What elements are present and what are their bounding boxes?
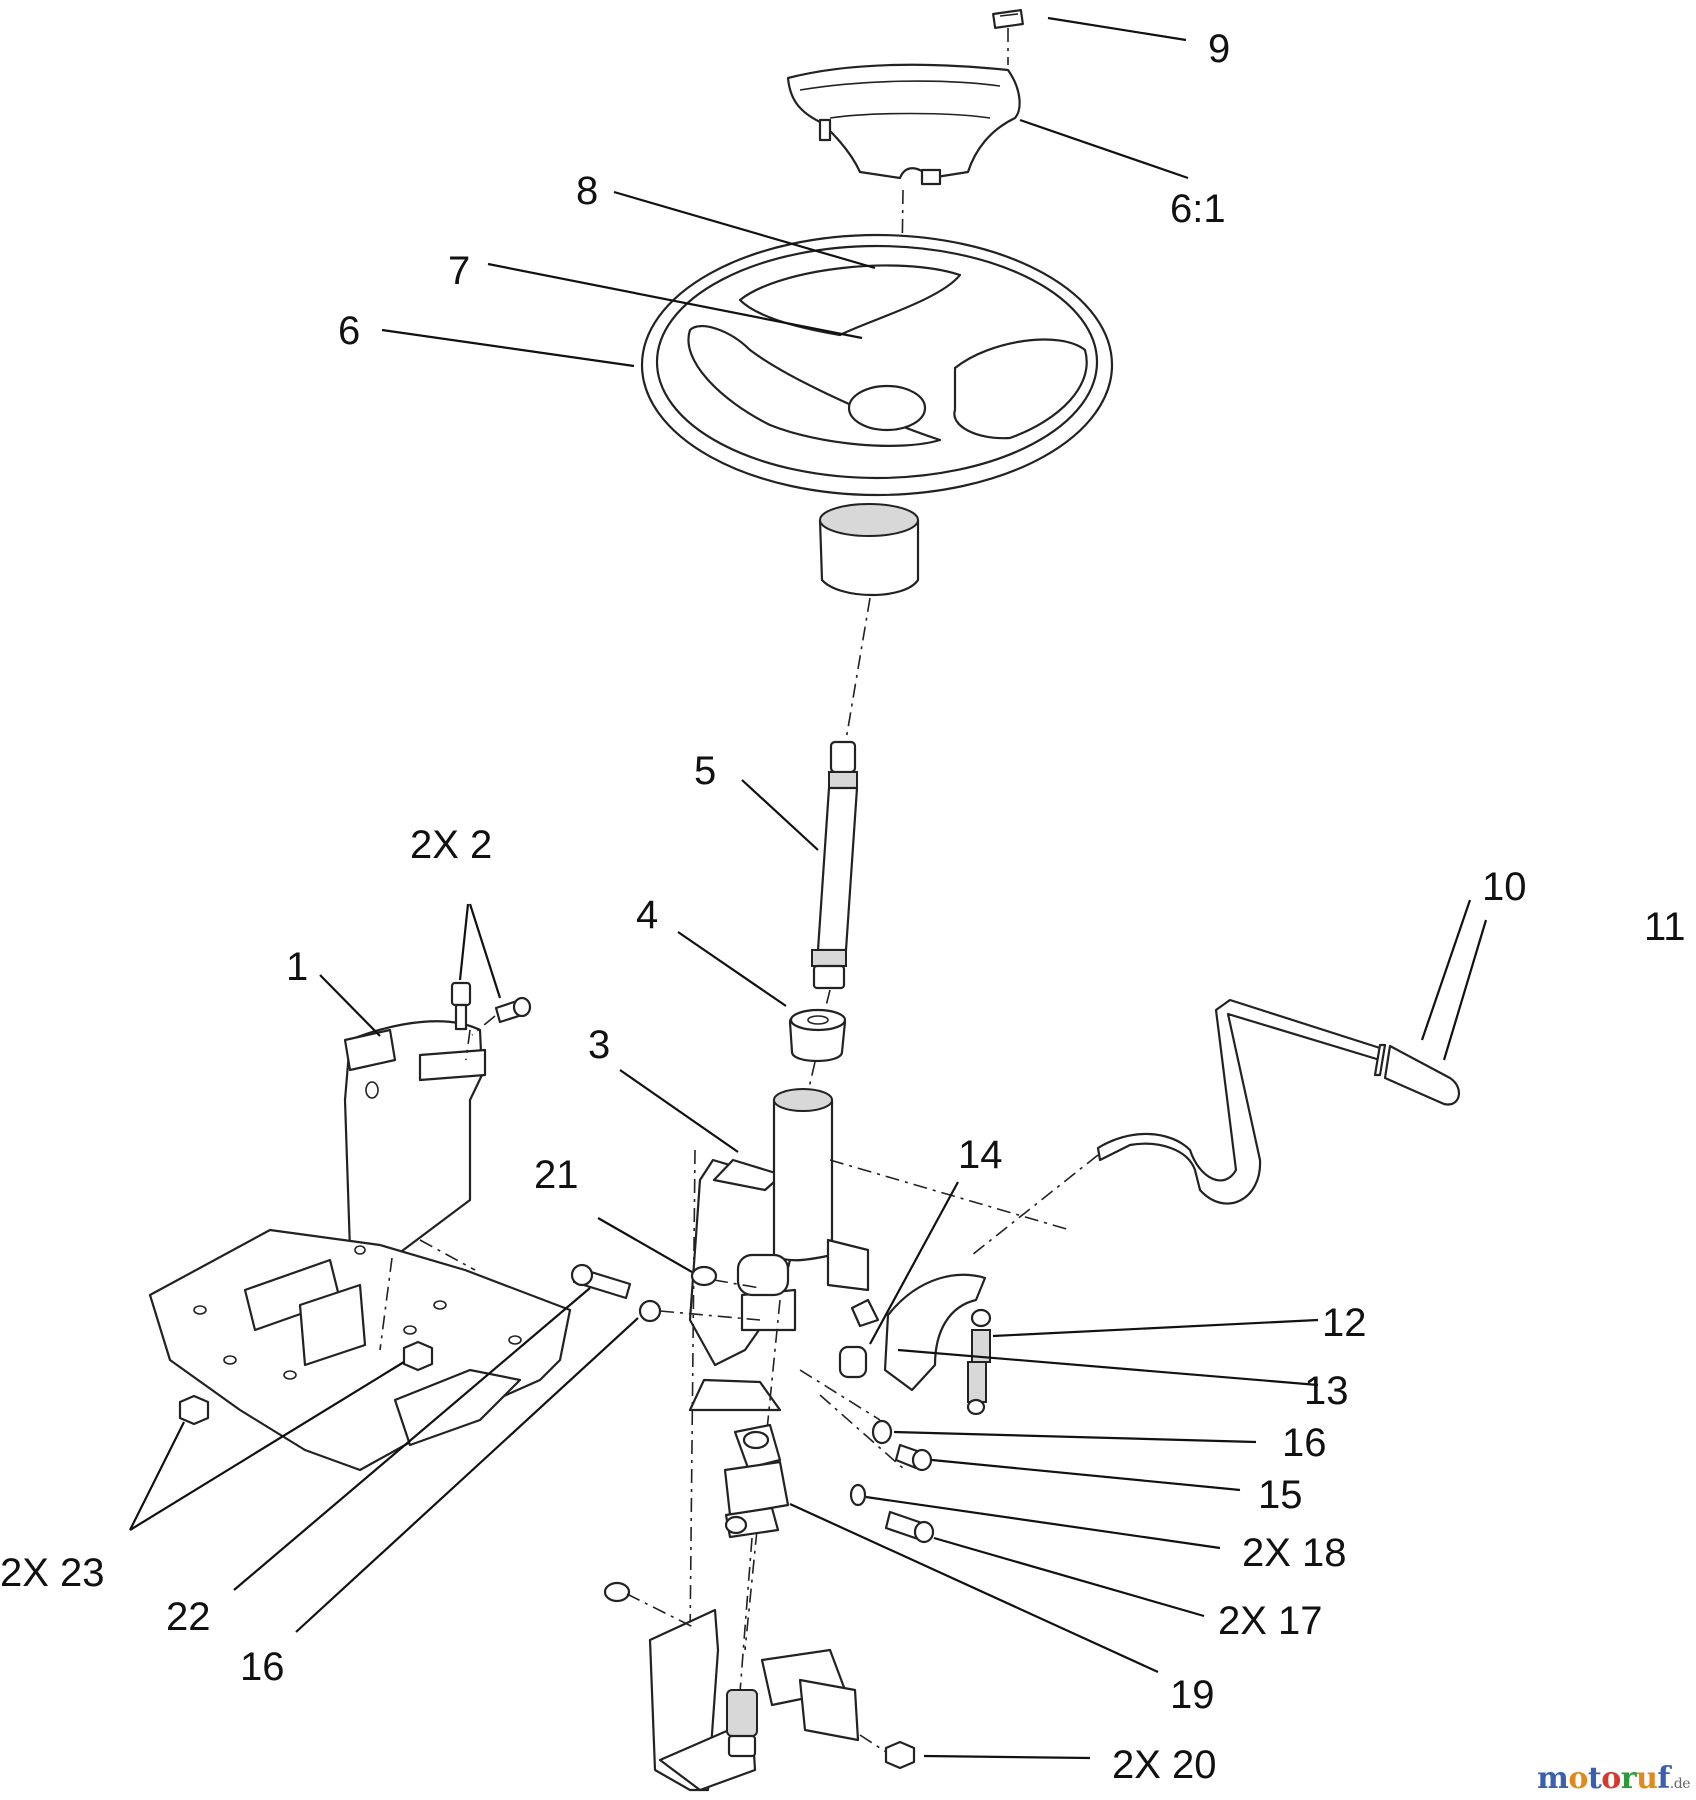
label-12: 12 (1322, 1301, 1367, 1345)
part-15-bolt (894, 1443, 933, 1472)
label-13: 13 (1304, 1369, 1349, 1413)
part-16-washer-right (871, 1419, 893, 1445)
label-7: 7 (448, 249, 470, 293)
watermark-brand: motoruf (1537, 1761, 1670, 1796)
label-9: 9 (1208, 27, 1230, 71)
part-17-bolt (884, 1510, 935, 1544)
label-2x-20: 2X 20 (1112, 1743, 1217, 1787)
watermark-letter: u (1636, 1761, 1658, 1796)
part-3-steering-column (688, 1088, 870, 1412)
part-23-nut-a (178, 1394, 210, 1426)
leader-lines (129, 16, 1488, 1760)
part-6-steering-wheel (640, 233, 1114, 596)
label-8: 8 (576, 169, 598, 213)
part-18-washer (849, 1483, 867, 1507)
label-1: 1 (286, 945, 308, 989)
label-21: 21 (534, 1153, 579, 1197)
part-16-washer-left (638, 1299, 662, 1323)
label-10: 10 (1482, 865, 1527, 909)
label-2x-17: 2X 17 (1218, 1599, 1323, 1643)
label-3: 3 (588, 1023, 610, 1067)
part-5-steering-shaft (811, 740, 859, 990)
label-6-1: 6:1 (1170, 187, 1226, 231)
label-22: 22 (166, 1595, 211, 1639)
label-14: 14 (958, 1133, 1003, 1177)
label-2x-23: 2X 23 (0, 1551, 105, 1595)
label-19: 19 (1170, 1673, 1215, 1717)
part-6-1-hub-cover (786, 63, 1021, 186)
label-16-left: 16 (240, 1645, 285, 1689)
label-16-right: 16 (1282, 1421, 1327, 1465)
label-11: 11 (1644, 905, 1686, 949)
motoruf-watermark-logo: motoruf.de (1537, 1761, 1690, 1796)
watermark-letter: m (1537, 1761, 1569, 1796)
watermark-suffix: .de (1669, 1776, 1691, 1792)
part-12-spring (966, 1308, 992, 1416)
part-2-bolt-a (450, 981, 472, 1031)
label-5: 5 (694, 749, 716, 793)
watermark-letter: o (1568, 1761, 1588, 1796)
label-2x-18: 2X 18 (1242, 1531, 1347, 1575)
part-20-nut (884, 1740, 916, 1770)
part-11-tube (1373, 1043, 1461, 1106)
label-6: 6 (338, 309, 360, 353)
part-2-bolt-b (494, 996, 532, 1024)
part-9-emblem (992, 9, 1024, 29)
part-22-bolt (570, 1263, 632, 1300)
label-2x-2: 2X 2 (410, 823, 492, 867)
part-23-nut-b (402, 1340, 434, 1372)
label-4: 4 (636, 893, 658, 937)
label-15: 15 (1258, 1473, 1303, 1517)
part-19-u-joint (723, 1423, 790, 1539)
watermark-letter: o (1601, 1761, 1621, 1796)
part-4-bushing (788, 1008, 847, 1062)
part-10-steering-rod (1096, 998, 1382, 1205)
part-21-spacer (690, 1265, 718, 1287)
watermark-letter: r (1620, 1761, 1637, 1796)
watermark-letter: t (1587, 1761, 1602, 1796)
part-13-spacer (838, 1345, 868, 1379)
part-labels: 9 6:1 8 7 6 5 2X 2 1 4 3 10 11 21 14 12 … (0, 27, 1686, 1787)
frame-assembly (148, 1228, 572, 1472)
watermark-letter: f (1657, 1761, 1670, 1796)
part-1-frame-bracket (343, 1020, 487, 1262)
part-14-bracket (850, 1273, 987, 1392)
lower-steering-bracket (603, 1581, 860, 1792)
